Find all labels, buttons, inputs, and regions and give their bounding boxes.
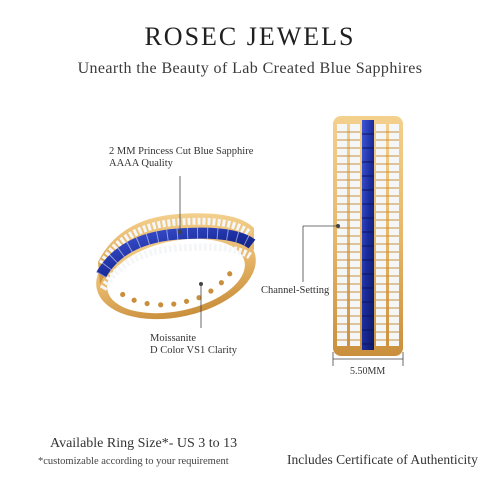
tagline: Unearth the Beauty of Lab Created Blue S… <box>77 60 423 77</box>
ring-front-view <box>333 116 403 356</box>
brand-title: ROSEC JEWELS <box>144 22 356 51</box>
certificate-info: Includes Certificate of Authenticity <box>287 452 478 467</box>
sapphire-quality: AAAA Quality <box>109 158 173 169</box>
moissanite-label: Moissanite <box>150 333 197 344</box>
ring-size-info: Available Ring Size*- US 3 to 13 <box>50 436 238 451</box>
ring-angled-view <box>96 213 256 320</box>
sapphire-callout: 2 MM Princess Cut Blue Sapphire AAAA Qua… <box>109 146 253 170</box>
moissanite-callout: Moissanite D Color VS1 Clarity <box>150 333 237 357</box>
pointer-lines <box>177 176 404 366</box>
channel-setting-label: Channel-Setting <box>261 285 330 296</box>
sapphire-spec: 2 MM Princess Cut Blue Sapphire <box>109 146 254 157</box>
moissanite-clarity: D Color VS1 Clarity <box>150 345 238 356</box>
width-dimension-label: 5.50MM <box>350 366 386 377</box>
customizable-note: *customizable according to your requirem… <box>38 456 229 467</box>
